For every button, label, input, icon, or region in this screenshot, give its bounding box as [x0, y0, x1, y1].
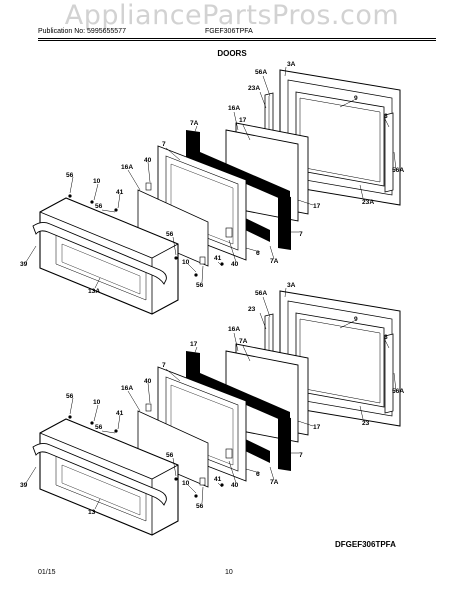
upper-callout-25: 17 — [313, 203, 321, 210]
lower-callout-7: 3 — [384, 334, 388, 341]
lower-callout-22: 40 — [231, 482, 239, 489]
upper-callout-6: 7A — [190, 120, 199, 127]
footer-date: 01/15 — [38, 569, 56, 576]
upper-callout-17: 13A — [88, 288, 100, 295]
lower-callout-26: 7 — [299, 452, 303, 459]
lower-callout-12: 56 — [66, 393, 74, 400]
upper-callout-15: 56 — [95, 203, 103, 210]
section-title: DOORS — [217, 49, 247, 58]
lower-callout-2: 23 — [248, 306, 256, 313]
upper-callout-18: 56 — [166, 231, 174, 238]
lower-callout-10: 40 — [144, 378, 152, 385]
watermark: AppliancePartsPros.com — [64, 0, 400, 31]
lower-callout-11: 16A — [121, 385, 133, 392]
lower-callout-9: 56A — [392, 388, 404, 395]
lower-callout-8: 7 — [162, 362, 166, 369]
upper-callout-4: 16A — [228, 105, 240, 112]
upper-callout-9: 56A — [392, 167, 404, 174]
lower-callout-23: 6 — [256, 471, 260, 478]
upper-callout-0: 56A — [255, 69, 267, 76]
lower-callout-27: 23 — [362, 420, 370, 427]
lower-callout-6: 17 — [190, 341, 198, 348]
header-rule — [38, 38, 436, 39]
upper-callout-26: 7 — [299, 231, 303, 238]
model-number: FGEF306TPFA — [205, 28, 253, 35]
lower-callout-15: 56 — [95, 424, 103, 431]
upper-callout-1: 3A — [287, 61, 296, 68]
upper-callout-2: 23A — [248, 85, 260, 92]
lower-callout-17: 13 — [88, 509, 96, 516]
lower-callout-5: 7A — [239, 338, 248, 345]
lower-callout-24: 7A — [270, 479, 279, 486]
lower-callout-20: 56 — [196, 503, 204, 510]
upper-callout-20: 56 — [196, 282, 204, 289]
upper-callout-19: 10 — [182, 259, 190, 266]
upper-callout-12: 56 — [66, 172, 74, 179]
lower-callout-0: 56A — [255, 290, 267, 297]
upper-callout-11: 16A — [121, 164, 133, 171]
lower-callout-21: 41 — [214, 476, 222, 483]
page-number: 10 — [225, 569, 233, 576]
lower-callout-3: 9 — [354, 316, 358, 323]
upper-callout-27: 23A — [362, 199, 374, 206]
upper-callout-3: 9 — [354, 95, 358, 102]
lower-callout-19: 10 — [182, 480, 190, 487]
lower-callout-14: 41 — [116, 410, 124, 417]
upper-callout-13: 10 — [93, 178, 101, 185]
header-rule-lower — [38, 40, 436, 41]
diagram-code: DFGEF306TPFA — [335, 540, 396, 549]
lower-callout-13: 10 — [93, 399, 101, 406]
upper-callout-23: 6 — [256, 250, 260, 257]
upper-callout-10: 40 — [144, 157, 152, 164]
upper-callout-16: 39 — [20, 261, 28, 268]
publication-number: Publication No: 5995655577 — [38, 28, 126, 35]
upper-callout-8: 7 — [162, 141, 166, 148]
lower-callout-16: 39 — [20, 482, 28, 489]
lower-callout-4: 16A — [228, 326, 240, 333]
upper-callout-7: 3 — [384, 113, 388, 120]
lower-callout-1: 3A — [287, 282, 296, 289]
upper-callout-24: 7A — [270, 258, 279, 265]
lower-callout-25: 17 — [313, 424, 321, 431]
lower-callout-18: 56 — [166, 452, 174, 459]
upper-callout-5: 17 — [239, 117, 247, 124]
upper-callout-21: 41 — [214, 255, 222, 262]
upper-callout-22: 40 — [231, 261, 239, 268]
upper-callout-14: 41 — [116, 189, 124, 196]
